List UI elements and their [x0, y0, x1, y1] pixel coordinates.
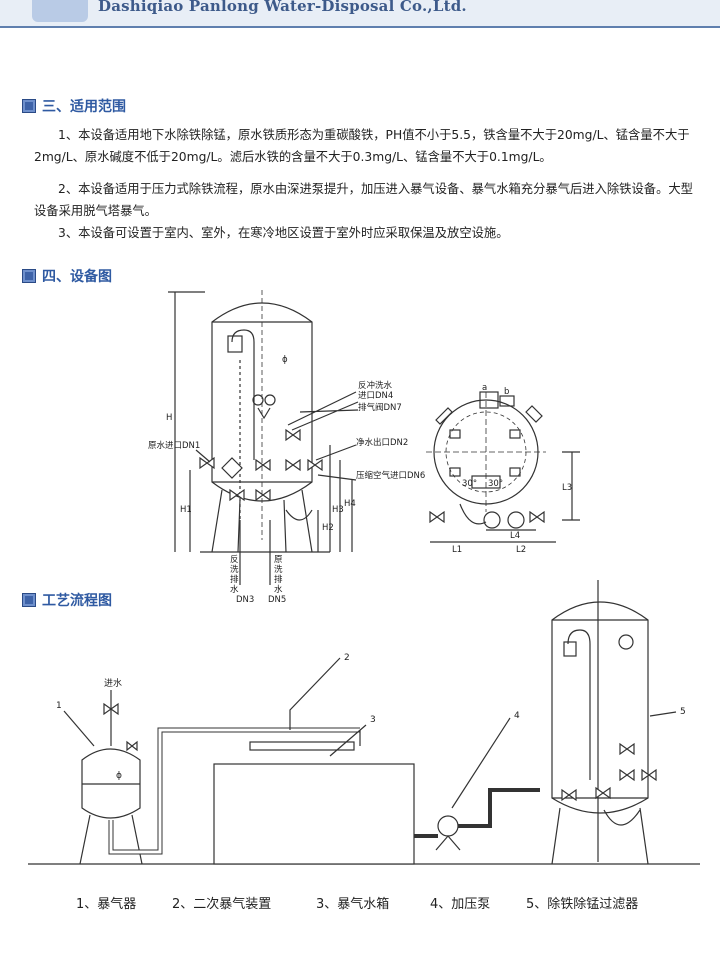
scope-paragraph-3: 3、本设备可设置于室内、室外，在寒冷地区设置于室外时应采取保温及放空设施。 — [58, 226, 509, 240]
label-n2: 2 — [344, 653, 350, 663]
section-equipment-heading: 四、设备图 — [22, 266, 112, 286]
section-marker-icon — [22, 593, 36, 607]
dim-H2: H2 — [322, 523, 334, 533]
label-clean-outlet: 净水出口DN2 — [356, 437, 408, 448]
dim-H1: H1 — [180, 505, 192, 515]
mark-a: a — [482, 383, 487, 393]
label-inlet: 进水 — [104, 677, 122, 689]
label-phi: ϕ — [116, 771, 122, 781]
caption-pump: 4、加压泵 — [430, 897, 491, 912]
label-drain-dn5: DN5 — [268, 595, 286, 605]
section-equipment-title: 四、设备图 — [42, 269, 112, 285]
label-n4: 4 — [514, 711, 520, 721]
section-scope-title: 三、适用范围 — [42, 99, 126, 115]
label-raw-drain: 原洗排水 — [274, 555, 283, 595]
booster-pump — [437, 815, 459, 837]
caption-filter: 5、除铁除锰过滤器 — [526, 897, 639, 912]
dim-phi: ϕ — [282, 355, 288, 365]
section-process-title: 工艺流程图 — [42, 593, 112, 609]
page-header: Dashiqiao Panlong Water-Disposal Co.,Ltd… — [0, 0, 720, 28]
scope-paragraph-2: 2、本设备适用于压力式除铁流程，原水由深进泵提升，加压进入暴气设备、暴气水箱充分… — [34, 182, 693, 218]
aeration-water-tank — [213, 763, 415, 865]
dim-H3: H3 — [332, 505, 344, 515]
drain-labels: 反洗排水 原洗排水 — [230, 554, 283, 595]
label-backwash-drain: 反洗排水 — [230, 554, 239, 595]
caption-aerator: 1、暴气器 — [76, 897, 137, 912]
dim-H4: H4 — [344, 499, 356, 509]
label-raw-inlet: 原水进口DN1 — [148, 440, 200, 451]
caption-secondary-aerator: 2、二次暴气装置 — [172, 897, 272, 912]
label-backwash-inlet-dn: 进口DN4 — [358, 391, 393, 401]
angle-30a: 30° — [462, 479, 477, 489]
process-flow-drawing: 进水 1 2 3 4 5 ϕ — [28, 580, 700, 865]
label-vent: 排气阀DN7 — [358, 402, 402, 413]
label-n3: 3 — [370, 715, 376, 725]
section-marker-icon — [22, 269, 36, 283]
secondary-aerator — [249, 741, 355, 751]
label-n1: 1 — [56, 701, 62, 711]
label-drain-dn3: DN3 — [236, 595, 254, 605]
angle-30b: 30° — [488, 479, 503, 489]
iron-manganese-filter — [551, 601, 649, 814]
dim-H: H — [166, 413, 172, 423]
dim-L1: L1 — [452, 545, 462, 555]
company-name: Dashiqiao Panlong Water-Disposal Co.,Ltd… — [98, 0, 467, 15]
section-scope-heading: 三、适用范围 — [22, 96, 126, 116]
label-air-inlet: 压缩空气进口DN6 — [356, 470, 425, 481]
dim-L4: L4 — [510, 531, 520, 541]
company-logo — [32, 0, 88, 22]
equipment-drawing: 反冲洗水 进口DN4 排气阀DN7 净水出口DN2 压缩空气进口DN6 原水进口… — [148, 290, 580, 605]
caption-aeration-tank: 3、暴气水箱 — [316, 897, 390, 912]
section-process-heading: 工艺流程图 — [22, 590, 112, 610]
dim-L3: L3 — [562, 483, 572, 493]
dim-L2: L2 — [516, 545, 526, 555]
label-n5: 5 — [680, 707, 686, 717]
mark-b: b — [504, 387, 509, 397]
scope-paragraph-1: 1、本设备适用地下水除铁除锰，原水铁质形态为重碳酸铁，PH值不小于5.5，铁含量… — [34, 128, 690, 164]
section-marker-icon — [22, 99, 36, 113]
label-backwash-inlet: 反冲洗水 — [358, 380, 393, 391]
